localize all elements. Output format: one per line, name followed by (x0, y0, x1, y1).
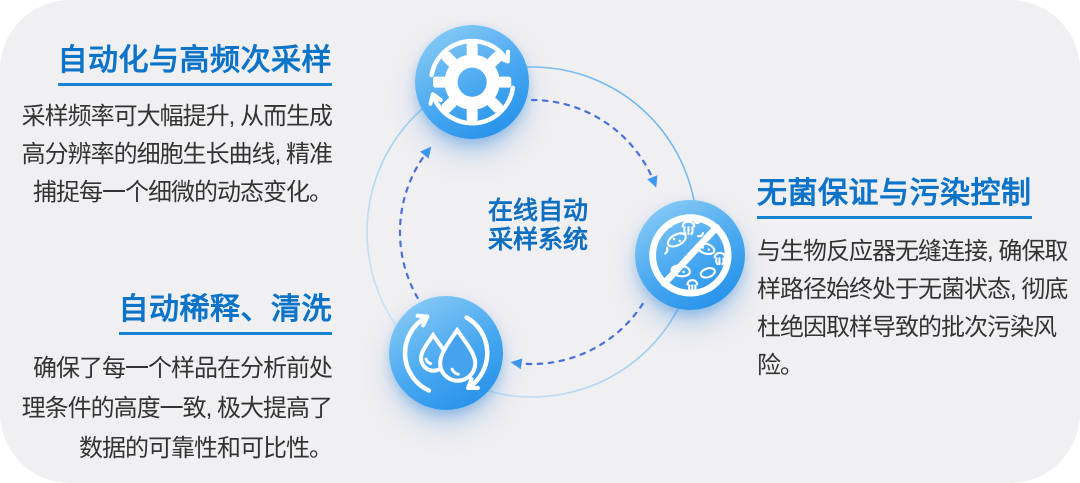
body-line: 样路径始终处于无菌状态, 彻底 (757, 276, 1068, 303)
body-line: 采样频率可大幅提升, 从而生成 (21, 103, 333, 130)
water-drops-cycle-icon (402, 313, 490, 393)
body-line: 高分辨率的细胞生长曲线, 精准 (21, 141, 333, 168)
feature-body: 与生物反应器无缝连接, 确保取 样路径始终处于无菌状态, 彻底 杜绝因取样导致的… (757, 233, 1080, 385)
center-system-label: 在线自动 采样系统 (478, 197, 598, 255)
feature-block-sampling: 自动化与高频次采样 采样频率可大幅提升, 从而生成 高分辨率的细胞生长曲线, 精… (18, 44, 333, 212)
feature-title: 无菌保证与污染控制 (757, 177, 1032, 219)
feature-body: 确保了每一个样品在分析前处 理条件的高度一致, 极大提高了 数据的可靠性和可比性… (18, 349, 333, 469)
body-line: 捕捉每一个细微的动态变化。 (33, 179, 333, 206)
feature-title: 自动化与高频次采样 (57, 44, 332, 86)
cycle-arc-left (398, 146, 432, 300)
body-line: 理条件的高度一致, 极大提高了 (21, 395, 333, 422)
feature-body: 采样频率可大幅提升, 从而生成 高分辨率的细胞生长曲线, 精准 捕捉每一个细微的… (18, 98, 333, 212)
sync-gear-icon (428, 38, 515, 126)
feature-block-sterility: 无菌保证与污染控制 与生物反应器无缝连接, 确保取 样路径始终处于无菌状态, 彻… (757, 177, 1080, 385)
no-microbe-icon (648, 213, 732, 297)
center-label-line-2: 采样系统 (487, 226, 588, 254)
sterility-badge (635, 200, 745, 310)
automation-badge (415, 25, 529, 139)
feature-block-rinse: 自动稀释、清洗 确保了每一个样品在分析前处 理条件的高度一致, 极大提高了 数据… (18, 293, 333, 469)
body-line: 数据的可靠性和可比性。 (79, 435, 333, 462)
cycle-arc-top (530, 98, 658, 188)
body-line: 险。 (757, 352, 804, 379)
cycle-arc-bottom (510, 302, 644, 370)
body-line: 与生物反应器无缝连接, 确保取 (757, 238, 1068, 265)
feature-title: 自动稀释、清洗 (118, 293, 332, 335)
center-label-line-1: 在线自动 (487, 197, 588, 225)
body-line: 确保了每一个样品在分析前处 (33, 355, 333, 382)
rinse-badge (389, 296, 503, 410)
body-line: 杜绝因取样导致的批次污染风 (757, 314, 1057, 341)
